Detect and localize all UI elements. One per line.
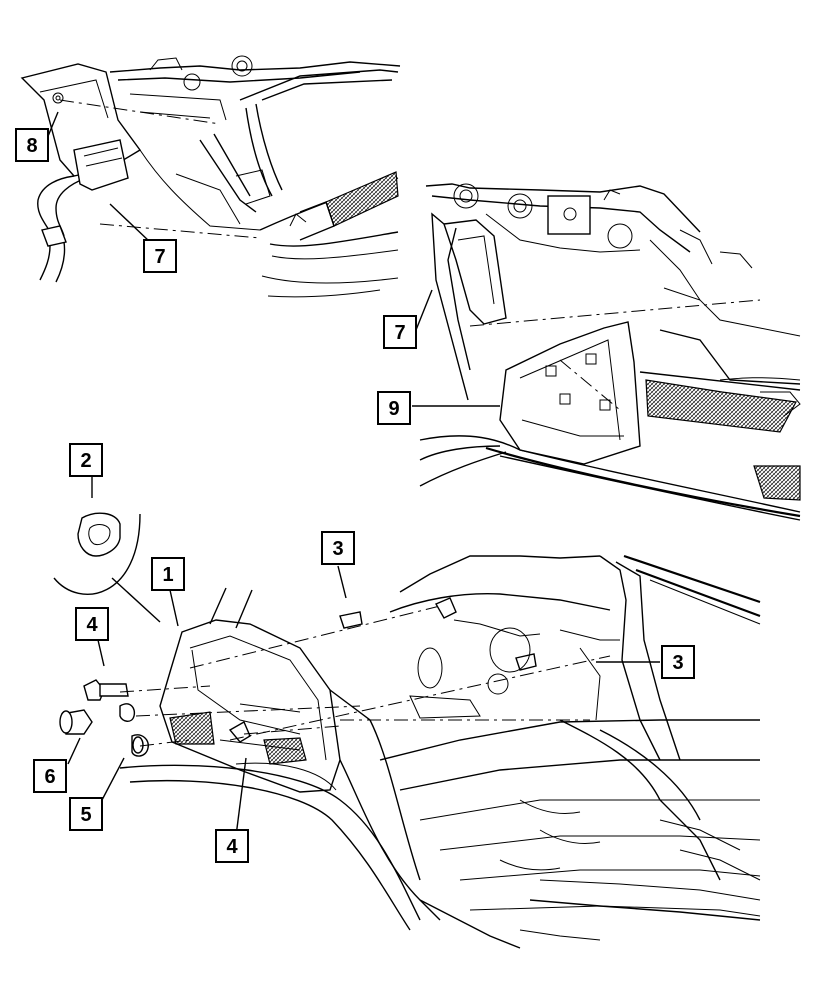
- callout-5-label: 5: [80, 804, 91, 826]
- quarter-trim-panel: [499, 321, 641, 465]
- callout-9: 9: [377, 391, 411, 425]
- callout-8-label: 8: [26, 135, 37, 157]
- callout-3a-label: 3: [332, 538, 343, 560]
- upper-left-view: [20, 55, 401, 298]
- callout-4-bottom: 4: [215, 829, 249, 863]
- callout-5: 5: [69, 797, 103, 831]
- callout-7-upper-left: 7: [143, 239, 177, 273]
- callout-1: 1: [151, 557, 185, 591]
- callout-7b-label: 7: [394, 322, 405, 344]
- callout-1-label: 1: [162, 564, 173, 586]
- callout-3-right: 3: [661, 645, 695, 679]
- d-pillar-trim: [443, 219, 507, 325]
- d-ring-hook: [77, 512, 121, 557]
- clip-3b: [515, 653, 537, 671]
- leader-lines: [43, 111, 660, 837]
- callout-3-top: 3: [321, 531, 355, 565]
- callout-2-label: 2: [80, 450, 91, 472]
- callout-7a-label: 7: [154, 246, 165, 268]
- callout-7-upper-right: 7: [383, 315, 417, 349]
- callout-9-label: 9: [388, 398, 399, 420]
- upper-right-view: [419, 183, 801, 521]
- callout-4a-label: 4: [86, 614, 98, 636]
- clip-3a: [339, 611, 363, 629]
- callout-4b-label: 4: [226, 836, 238, 858]
- callout-4-left: 4: [75, 607, 109, 641]
- lower-view: [53, 512, 761, 949]
- callout-6-label: 6: [44, 766, 55, 788]
- detail-circle-arc: [53, 513, 141, 595]
- lower-quarter-trim: [159, 619, 341, 793]
- callout-8: 8: [15, 128, 49, 162]
- callout-3b-label: 3: [672, 652, 683, 674]
- callout-6: 6: [33, 759, 67, 793]
- callout-2: 2: [69, 443, 103, 477]
- seat-belt-webbing: [37, 175, 75, 233]
